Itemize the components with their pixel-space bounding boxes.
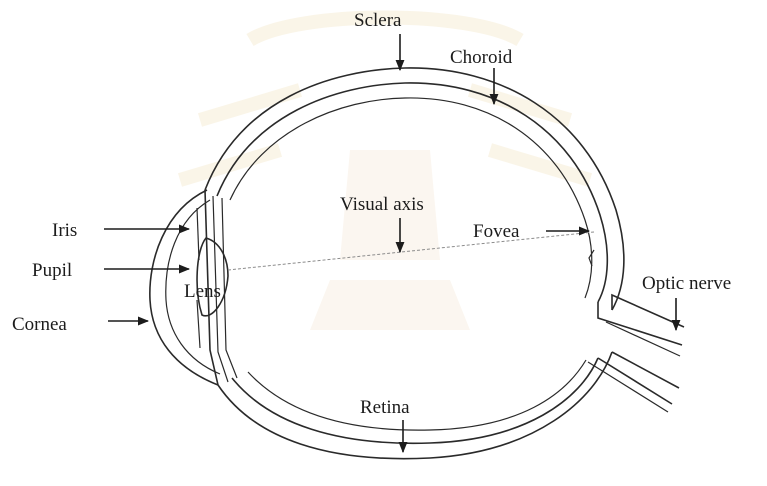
lens-label: Lens [184,281,221,302]
choroid-label: Choroid [450,47,513,68]
iris-label: Iris [52,220,77,241]
optic-nerve-label: Optic nerve [642,273,731,294]
visual-axis-label: Visual axis [340,194,424,215]
fovea-label: Fovea [473,221,520,242]
cornea-label: Cornea [12,314,67,335]
pupil-label: Pupil [32,260,72,281]
retina-label: Retina [360,397,410,418]
watermark-seal [180,18,590,331]
optic-nerve-shape [588,295,684,412]
sclera-label: Sclera [354,10,402,31]
eyeball-outline [205,68,624,459]
